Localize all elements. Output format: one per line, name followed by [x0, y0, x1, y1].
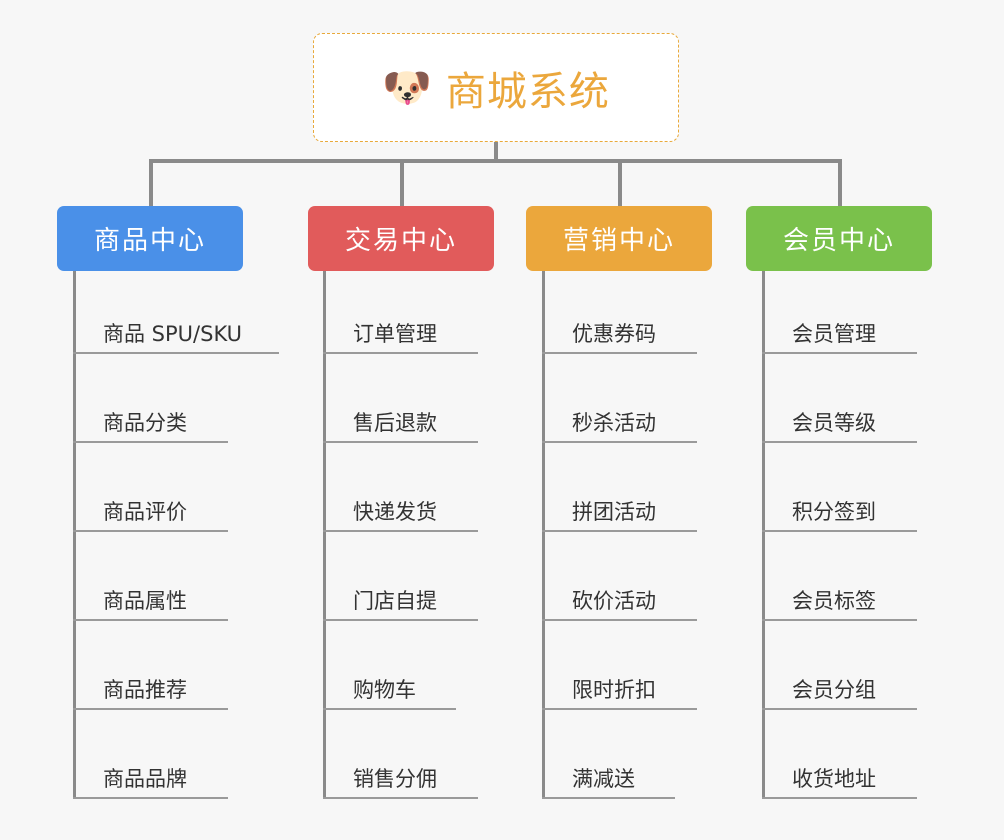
leaf-item-underline — [73, 441, 228, 443]
leaf-item-underline — [73, 619, 228, 621]
leaf-spine-0 — [73, 271, 76, 799]
leaf-item[interactable]: 会员等级 — [762, 360, 927, 449]
leaf-item-underline — [762, 797, 917, 799]
connector-root-stem — [494, 142, 498, 162]
leaf-item-label: 商品 SPU/SKU — [103, 322, 243, 346]
leaf-item[interactable]: 商品品牌 — [73, 716, 238, 805]
leaf-spine-2 — [542, 271, 545, 799]
leaf-spine-3 — [762, 271, 765, 799]
leaf-item[interactable]: 商品推荐 — [73, 627, 238, 716]
leaf-item[interactable]: 销售分佣 — [323, 716, 488, 805]
category-label: 商品中心 — [93, 226, 206, 256]
leaf-item-underline — [73, 797, 228, 799]
leaf-item[interactable]: 会员管理 — [762, 271, 927, 360]
leaf-item-label: 拼团活动 — [572, 500, 656, 524]
leaf-item-label: 售后退款 — [353, 411, 437, 435]
leaf-item[interactable]: 满减送 — [542, 716, 685, 805]
leaf-item-label: 商品分类 — [103, 411, 187, 435]
leaf-item[interactable]: 收货地址 — [762, 716, 927, 805]
leaf-item-label: 购物车 — [353, 678, 416, 702]
leaf-item-underline — [323, 708, 456, 710]
leaf-item-underline — [323, 797, 478, 799]
leaf-item[interactable]: 会员分组 — [762, 627, 927, 716]
leaf-item-label: 会员管理 — [792, 322, 876, 346]
root-node-label: 商城系统 — [445, 68, 610, 115]
leaf-item[interactable]: 快递发货 — [323, 449, 488, 538]
leaf-item-label: 限时折扣 — [572, 678, 656, 702]
connector-drop-0 — [149, 159, 153, 206]
category-box-0[interactable]: 商品中心 — [57, 206, 243, 271]
leaf-item-label: 收货地址 — [792, 767, 876, 791]
leaf-item-label: 销售分佣 — [353, 767, 437, 791]
leaf-item-underline — [762, 530, 917, 532]
leaf-item-label: 商品属性 — [103, 589, 187, 613]
root-node-商城系统[interactable]: 🐶 商城系统 — [313, 33, 679, 142]
leaf-item[interactable]: 会员标签 — [762, 538, 927, 627]
leaf-item-underline — [542, 530, 697, 532]
leaf-item-underline — [762, 352, 917, 354]
leaf-item-label: 砍价活动 — [572, 589, 656, 613]
leaf-item[interactable]: 商品属性 — [73, 538, 238, 627]
leaf-spine-1 — [323, 271, 326, 799]
category-box-1[interactable]: 交易中心 — [308, 206, 494, 271]
leaf-item[interactable]: 积分签到 — [762, 449, 927, 538]
leaf-item-underline — [762, 441, 917, 443]
leaf-item-underline — [542, 441, 697, 443]
leaf-item[interactable]: 订单管理 — [323, 271, 488, 360]
leaf-item-underline — [762, 708, 917, 710]
connector-drop-1 — [400, 159, 404, 206]
leaf-item-underline — [542, 797, 675, 799]
leaf-item-label: 优惠券码 — [572, 322, 656, 346]
connector-drop-2 — [618, 159, 622, 206]
shiba-dog-face-icon: 🐶 — [382, 65, 432, 110]
leaf-item[interactable]: 砍价活动 — [542, 538, 707, 627]
category-box-3[interactable]: 会员中心 — [746, 206, 932, 271]
leaf-item[interactable]: 商品分类 — [73, 360, 238, 449]
category-label: 营销中心 — [562, 226, 675, 256]
leaf-item-label: 商品评价 — [103, 500, 187, 524]
leaf-item-label: 会员分组 — [792, 678, 876, 702]
leaf-item-underline — [73, 352, 279, 354]
leaf-item-label: 会员标签 — [792, 589, 876, 613]
leaf-item-underline — [323, 530, 478, 532]
leaf-item-underline — [323, 352, 478, 354]
leaf-item[interactable]: 商品 SPU/SKU — [73, 271, 289, 360]
leaf-item-underline — [73, 530, 228, 532]
leaf-item-underline — [323, 441, 478, 443]
leaf-item-label: 快递发货 — [353, 500, 437, 524]
leaf-item-label: 订单管理 — [353, 322, 437, 346]
connector-horizontal-bus — [149, 159, 841, 163]
leaf-item[interactable]: 拼团活动 — [542, 449, 707, 538]
leaf-item-underline — [542, 708, 697, 710]
leaf-item-label: 门店自提 — [353, 589, 437, 613]
leaf-item[interactable]: 售后退款 — [323, 360, 488, 449]
leaf-item[interactable]: 购物车 — [323, 627, 466, 716]
leaf-item-label: 商品推荐 — [103, 678, 187, 702]
category-label: 交易中心 — [344, 226, 457, 256]
leaf-item[interactable]: 商品评价 — [73, 449, 238, 538]
leaf-item-underline — [542, 619, 697, 621]
leaf-item-underline — [323, 619, 478, 621]
leaf-item-label: 商品品牌 — [103, 767, 187, 791]
leaf-item-underline — [762, 619, 917, 621]
category-box-2[interactable]: 营销中心 — [526, 206, 712, 271]
leaf-item-label: 秒杀活动 — [572, 411, 656, 435]
leaf-item-label: 会员等级 — [792, 411, 876, 435]
leaf-item[interactable]: 限时折扣 — [542, 627, 707, 716]
leaf-item-label: 积分签到 — [792, 500, 876, 524]
leaf-item-label: 满减送 — [572, 767, 635, 791]
leaf-item[interactable]: 门店自提 — [323, 538, 488, 627]
leaf-item-underline — [73, 708, 228, 710]
category-label: 会员中心 — [782, 226, 895, 256]
leaf-item[interactable]: 秒杀活动 — [542, 360, 707, 449]
leaf-item-underline — [542, 352, 697, 354]
connector-drop-3 — [838, 159, 842, 206]
leaf-item[interactable]: 优惠券码 — [542, 271, 707, 360]
